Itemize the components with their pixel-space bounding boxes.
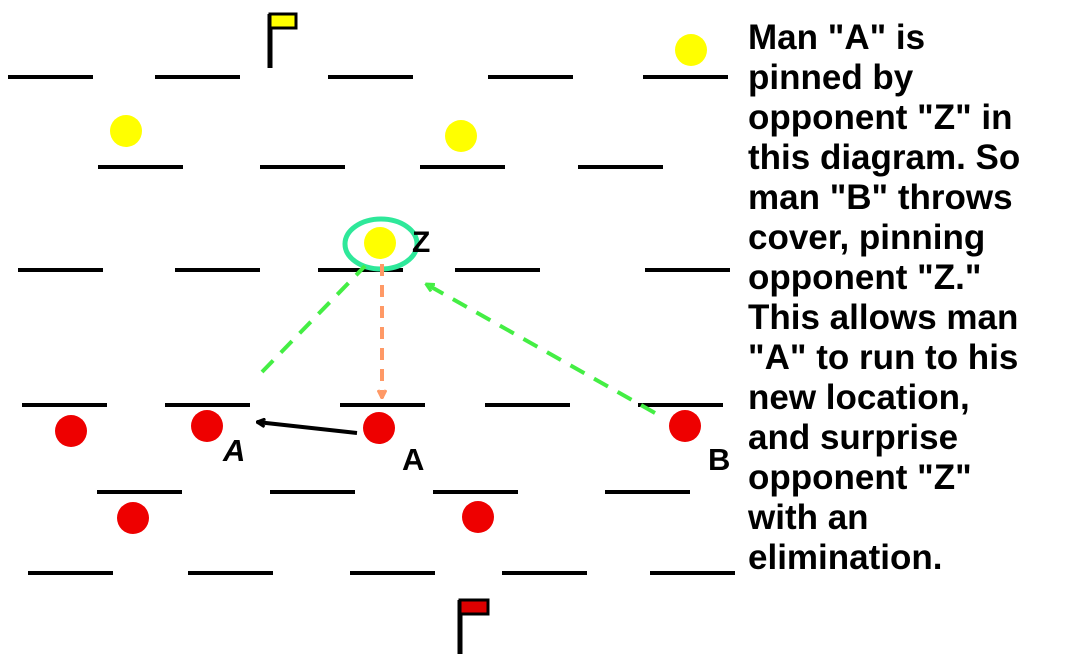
pin-fire-line — [260, 264, 367, 374]
move-arrow — [257, 422, 358, 435]
caption-line: and surprise — [748, 418, 959, 457]
label-a-new: A — [222, 433, 245, 468]
caption-line: cover, pinning — [748, 218, 986, 257]
caption-line: elimination. — [748, 538, 943, 577]
red-player — [55, 415, 87, 447]
red-player — [462, 501, 494, 533]
caption-line: new location, — [748, 378, 970, 417]
red-flag-icon — [457, 598, 490, 654]
label-b: B — [708, 442, 730, 477]
caption-text: Man "A" is pinned by opponent "Z" in thi… — [748, 18, 1060, 578]
red-player-b — [669, 410, 701, 442]
label-a: A — [402, 442, 424, 477]
caption-line: opponent "Z." — [748, 258, 982, 297]
cover-fire-arrow — [426, 282, 656, 415]
caption-line: This allows man — [748, 298, 1019, 337]
yellow-player — [445, 120, 477, 152]
yellow-flag-icon — [267, 12, 298, 68]
caption-line: "A" to run to his — [748, 338, 1019, 377]
caption-line: opponent "Z" in — [748, 98, 1013, 137]
red-player — [117, 502, 149, 534]
opponent-z-player — [364, 227, 396, 259]
caption-line: opponent "Z" — [748, 458, 972, 497]
label-z: Z — [412, 226, 430, 259]
caption-line: this diagram. So — [748, 138, 1021, 177]
paintball-diagram: Z A A B — [8, 12, 735, 654]
yellow-player — [110, 115, 142, 147]
bunker-lines — [8, 75, 735, 575]
caption-line: pinned by — [748, 58, 914, 97]
caption-line: Man "A" is — [748, 18, 926, 57]
red-player — [191, 410, 223, 442]
caption-line: with an — [748, 498, 869, 537]
caption-line: man "B" throws — [748, 178, 1013, 217]
yellow-player — [675, 34, 707, 66]
red-player-a — [363, 412, 395, 444]
